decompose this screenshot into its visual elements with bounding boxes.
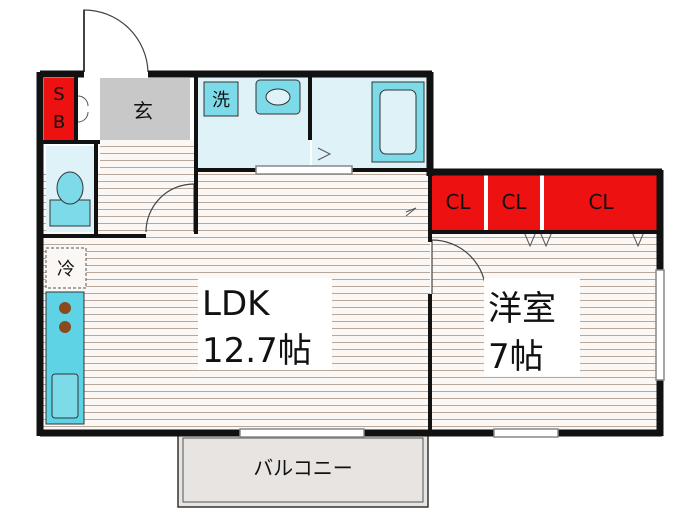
toilet-icon <box>56 171 84 205</box>
closet-2-label: CL <box>501 190 527 214</box>
entrance-label: 玄 <box>133 99 153 123</box>
shoe-box-label-s: S <box>53 84 64 105</box>
shoe-box <box>44 78 74 140</box>
washing-machine-spot <box>203 81 239 117</box>
shoe-box-label-b: B <box>53 112 65 133</box>
fridge-spot <box>45 247 87 289</box>
kitchen-sink <box>51 373 79 419</box>
front-door-swing <box>83 9 149 73</box>
closet-1 <box>432 174 484 230</box>
closet-3 <box>544 174 658 230</box>
washroom-label: 洗 <box>212 90 230 111</box>
balcony <box>177 432 429 508</box>
closet-1-label: CL <box>445 190 471 214</box>
stove-burner-2 <box>59 321 71 333</box>
hall-door-swing <box>145 183 195 233</box>
bedroom-size: 7帖 <box>488 337 544 377</box>
ldk-size: 12.7帖 <box>202 331 312 371</box>
balcony-label: バルコニー <box>253 456 353 480</box>
ldk-name: LDK <box>202 284 271 324</box>
entrance <box>100 78 190 140</box>
closet-3-label: CL <box>588 190 614 214</box>
closet-2 <box>488 174 540 230</box>
bedroom-name: 洋室 <box>488 289 556 329</box>
windows <box>239 165 665 438</box>
stove-burner-1 <box>59 302 71 314</box>
fridge-label: 冷 <box>57 259 75 280</box>
